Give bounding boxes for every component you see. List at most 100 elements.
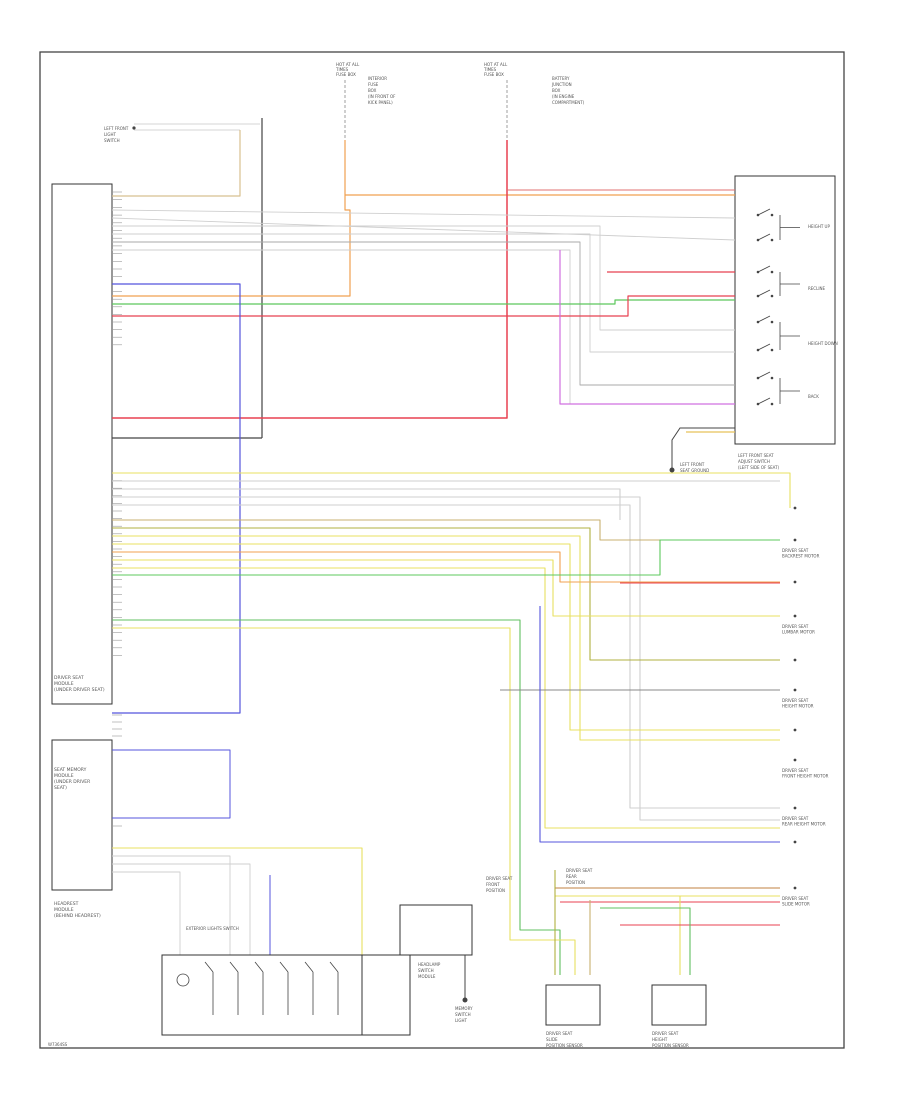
wire-blue-lower <box>539 606 780 843</box>
wire-gray-lightswitch-2 <box>112 863 251 955</box>
svg-text:TIMES: TIMES <box>483 67 497 72</box>
switch-blade <box>757 343 771 351</box>
svg-text:DRIVER SEAT: DRIVER SEAT <box>54 675 84 681</box>
wire-yellow-3 <box>112 543 780 731</box>
svg-text:BATTERY: BATTERY <box>552 76 570 81</box>
wire-gray-6 <box>112 249 735 405</box>
svg-text:FUSE: FUSE <box>368 82 379 87</box>
diagram-frame <box>39 51 845 1049</box>
svg-text:(LEFT SIDE OF SEAT): (LEFT SIDE OF SEAT) <box>738 465 780 470</box>
switch-terminal <box>770 376 774 380</box>
motor-terminal <box>793 538 797 542</box>
motor-label: DRIVER SEAT <box>782 768 809 773</box>
svg-text:POSITION: POSITION <box>566 880 585 885</box>
wire-green-height <box>600 907 691 975</box>
svg-text:LEFT FRONT SEAT: LEFT FRONT SEAT <box>738 453 774 458</box>
svg-text:SEAT): SEAT) <box>54 785 67 791</box>
svg-text:(IN ENGINE: (IN ENGINE <box>552 94 575 99</box>
seat-memory-module-label: SEAT MEMORY MODULE (UNDER DRIVER SEAT) <box>54 767 90 791</box>
svg-text:JUNCTION: JUNCTION <box>551 82 572 87</box>
wire-gray-lower-2 <box>112 488 621 520</box>
wire-red-upper <box>112 295 735 317</box>
svg-text:HOT AT ALL: HOT AT ALL <box>336 62 360 67</box>
motor-label: FRONT HEIGHT MOTOR <box>782 774 829 779</box>
switch-terminal <box>770 348 774 352</box>
switch-terminal <box>770 270 774 274</box>
svg-text:BOX: BOX <box>552 88 561 93</box>
switch-blade <box>757 397 771 405</box>
switch-terminal <box>770 294 774 298</box>
wire-orange-lower <box>112 551 780 583</box>
wire-gray-lower-3 <box>112 496 780 821</box>
motor-terminal <box>793 886 797 890</box>
wire-yellow-1 <box>112 472 791 508</box>
switch-terminal <box>770 320 774 324</box>
wire-gray-lightswitch-3 <box>112 871 181 955</box>
wire-green-lower <box>112 539 780 576</box>
wire-mirror-switch <box>112 130 241 197</box>
motor-terminal <box>793 840 797 844</box>
motor-label: DRIVER SEAT <box>782 816 809 821</box>
switch-contact-groups <box>756 208 800 406</box>
svg-text:FUSE BOX: FUSE BOX <box>484 72 504 77</box>
driver-seat-module-label: DRIVER SEAT MODULE (UNDER DRIVER SEAT) <box>54 675 105 693</box>
wire-green-sensor <box>112 619 561 975</box>
svg-text:HEADREST: HEADREST <box>54 901 79 907</box>
svg-text:BACK: BACK <box>808 394 819 399</box>
switch-blade <box>757 233 771 241</box>
motor-label: BACKREST MOTOR <box>782 554 820 559</box>
wire-yellow-lightswitch <box>112 847 363 955</box>
svg-text:SWITCH: SWITCH <box>455 1012 471 1017</box>
left-front-light-switch: LEFT FRONT LIGHT SWITCH <box>104 123 260 143</box>
light-switch-blade <box>229 961 239 973</box>
svg-text:DRIVER SEAT: DRIVER SEAT <box>486 876 513 881</box>
switch-group-labels: HEIGHT UP RECLINE HEIGHT DOWN BACK <box>808 224 838 399</box>
svg-text:(BEHIND HEADREST): (BEHIND HEADREST) <box>54 913 101 919</box>
seat-adjust-switch-box <box>734 175 836 445</box>
wire-blue-module <box>112 283 241 714</box>
wire-olive-1 <box>112 527 780 661</box>
svg-text:SWITCH: SWITCH <box>104 138 120 143</box>
light-switch-blade <box>204 961 214 973</box>
svg-text:DRIVER SEAT: DRIVER SEAT <box>652 1031 679 1036</box>
wire-blue-memory <box>112 749 231 819</box>
wire-yellow-2 <box>112 535 780 741</box>
wire-gray-lower-4 <box>112 504 780 809</box>
motor-terminal <box>793 506 797 510</box>
switch-blade <box>757 371 771 379</box>
motor-label: DRIVER SEAT <box>782 698 809 703</box>
svg-text:SEAT MEMORY: SEAT MEMORY <box>54 767 87 773</box>
svg-text:MODULE: MODULE <box>54 681 74 687</box>
motor-label: HEIGHT MOTOR <box>782 704 814 709</box>
svg-text:HEIGHT DOWN: HEIGHT DOWN <box>808 341 838 346</box>
motor-label: DRIVER SEAT <box>782 624 809 629</box>
switch-terminal <box>770 238 774 242</box>
svg-text:EXTERIOR LIGHTS SWITCH: EXTERIOR LIGHTS SWITCH <box>186 926 239 931</box>
svg-text:MODULE: MODULE <box>54 773 74 779</box>
left-front-seat-ground: LEFT FRONT SEAT GROUND <box>669 427 735 473</box>
fuse-box-right: HOT AT ALL TIMES FUSE BOX BATTERY JUNCTI… <box>483 62 585 140</box>
svg-text:RECLINE: RECLINE <box>808 286 826 291</box>
svg-text:LIGHT: LIGHT <box>455 1018 468 1023</box>
svg-text:TIMES: TIMES <box>335 67 349 72</box>
svg-text:KICK PANEL): KICK PANEL) <box>368 100 393 105</box>
wire-fuse-left-feed <box>112 140 351 297</box>
exterior-lights-switch: EXTERIOR LIGHTS SWITCH HEADLAMP SWITCH M… <box>161 904 473 1036</box>
svg-text:POSITION SENSOR: POSITION SENSOR <box>652 1043 689 1048</box>
svg-text:SEAT GROUND: SEAT GROUND <box>680 468 709 473</box>
svg-text:HEIGHT: HEIGHT <box>652 1037 668 1042</box>
svg-text:COMPARTMENT): COMPARTMENT) <box>552 100 585 105</box>
motor-terminal <box>793 758 797 762</box>
svg-text:(UNDER DRIVER SEAT): (UNDER DRIVER SEAT) <box>54 687 105 693</box>
svg-text:FUSE BOX: FUSE BOX <box>336 72 356 77</box>
seat-memory-module-box <box>51 739 113 891</box>
motor-label: DRIVER SEAT <box>782 548 809 553</box>
switch-blade <box>757 289 771 297</box>
svg-text:LEFT FRONT: LEFT FRONT <box>104 126 129 131</box>
wire-purple-back <box>559 250 735 405</box>
wire-yellow-height <box>590 895 681 975</box>
light-switch-blade <box>329 961 339 973</box>
wire-gray-1 <box>111 209 736 219</box>
